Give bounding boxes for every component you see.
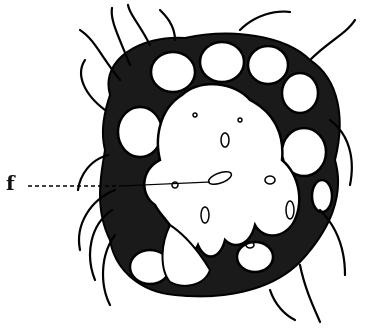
peripheral-cell: [200, 42, 244, 82]
peripheral-cell: [151, 52, 195, 92]
peripheral-cell: [282, 73, 318, 113]
peripheral-cell: [248, 46, 288, 84]
peripheral-cell: [237, 242, 273, 272]
peripheral-cell: [312, 180, 332, 212]
label-f: f: [6, 171, 16, 195]
peripheral-cell: [118, 107, 162, 157]
